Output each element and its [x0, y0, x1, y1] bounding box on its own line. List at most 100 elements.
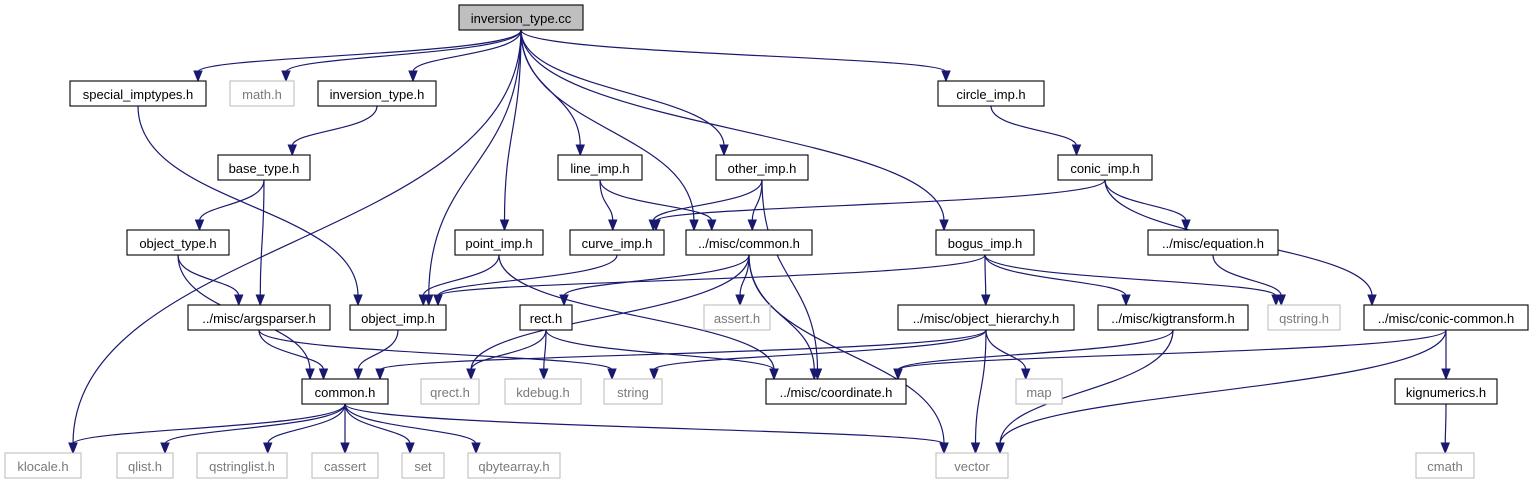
edge-common-h-to-klocale-h [68, 403, 346, 455]
node-bogus-imp-h[interactable]: bogus_imp.h [935, 229, 1035, 256]
node-label: assert.h [714, 311, 760, 326]
edge-inversion-type-cc-to-inversion-type-h [408, 29, 522, 83]
node-misc-common-h[interactable]: ../misc/common.h [685, 229, 813, 256]
node-rect-h[interactable]: rect.h [519, 304, 573, 331]
edge-curve-imp-h-to-object-imp-h [433, 254, 618, 307]
node-cassert: cassert [311, 452, 379, 479]
edge-common-h-to-qstringlist-h [263, 403, 346, 455]
node-label: qlist.h [128, 459, 162, 474]
node-box [196, 452, 288, 479]
node-misc-equation-h[interactable]: ../misc/equation.h [1147, 229, 1279, 256]
node-label: qrect.h [430, 385, 470, 400]
edge-line-imp-h-to-curve-imp-h [599, 179, 618, 232]
edge-conic-imp-h-to-curve-imp-h [651, 179, 1106, 232]
node-misc-object-hierarchy-h[interactable]: ../misc/object_hierarchy.h [897, 304, 1075, 331]
node-inversion-type-cc[interactable]: inversion_type.cc [458, 4, 584, 31]
node-kignumerics-h[interactable]: kignumerics.h [1394, 378, 1498, 405]
node-klocale-h: klocale.h [4, 452, 82, 479]
node-qstringlist-h: qstringlist.h [196, 452, 288, 479]
edge-misc-common-h-to-rect-h [559, 254, 750, 307]
node-box [311, 452, 379, 479]
edge-misc-equation-h-to-qstring-h [1212, 254, 1286, 307]
node-misc-kigtransform-h[interactable]: ../misc/kigtransform.h [1097, 304, 1249, 331]
node-label: string [617, 385, 649, 400]
node-inversion-type-h[interactable]: inversion_type.h [317, 80, 437, 107]
node-box [1394, 378, 1498, 405]
node-label: conic_imp.h [1070, 161, 1139, 176]
nodes-layer: inversion_type.cc special_imptypes.h math.… [4, 4, 1529, 479]
edge-inversion-type-cc-to-circle-imp-h [520, 29, 951, 83]
edge-object-imp-h-to-common-h [353, 329, 399, 381]
edge-inversion-type-cc-to-math-h [281, 29, 522, 83]
edge-misc-argsparser-h-to-common-h [258, 329, 329, 381]
node-label: ../misc/equation.h [1162, 236, 1264, 251]
edge-common-h-to-qlist-h [160, 403, 346, 455]
node-box [1363, 304, 1529, 331]
node-box [126, 229, 230, 256]
node-label: inversion_type.cc [471, 11, 572, 26]
node-special-imptypes-h[interactable]: special_imptypes.h [69, 80, 207, 107]
node-label: map [1026, 385, 1051, 400]
node-object-type-h[interactable]: object_type.h [126, 229, 230, 256]
node-box [935, 229, 1035, 256]
edge-bogus-imp-h-to-qstring-h [984, 254, 1281, 307]
edge-common-h-to-qbytearray-h [344, 403, 481, 455]
node-box [1415, 452, 1475, 479]
node-point-imp-h[interactable]: point_imp.h [454, 229, 544, 256]
edge-rect-h-to-qrect-h [466, 329, 547, 381]
node-conic-imp-h[interactable]: conic_imp.h [1057, 154, 1153, 181]
node-label: qstringlist.h [209, 459, 275, 474]
node-box [937, 80, 1045, 107]
edge-kignumerics-h-to-cmath [1440, 403, 1450, 455]
node-label: special_imptypes.h [83, 87, 194, 102]
node-label: ../misc/common.h [698, 236, 800, 251]
node-label: common.h [315, 385, 376, 400]
node-box [1097, 304, 1249, 331]
edge-bogus-imp-h-to-misc-kigtransform-h [984, 254, 1131, 307]
node-misc-argsparser-h[interactable]: ../misc/argsparser.h [187, 304, 331, 331]
node-box [187, 304, 331, 331]
node-label: object_imp.h [361, 311, 435, 326]
node-line-imp-h[interactable]: line_imp.h [557, 154, 643, 181]
node-label: cassert [324, 459, 366, 474]
edge-inversion-type-cc-to-bogus-imp-h [520, 29, 949, 232]
node-box [703, 304, 771, 331]
edge-inversion-type-cc-to-line-imp-h [520, 29, 585, 157]
node-label: other_imp.h [728, 161, 797, 176]
node-common-h[interactable]: common.h [301, 378, 389, 405]
edge-base-type-h-to-object-type-h [194, 179, 265, 232]
node-circle-imp-h[interactable]: circle_imp.h [937, 80, 1045, 107]
node-object-imp-h[interactable]: object_imp.h [349, 304, 447, 331]
node-box [458, 4, 584, 31]
edge-misc-conic-common-h-to-kignumerics-h [1441, 330, 1451, 381]
node-box [935, 452, 1009, 479]
edge-line-imp-h-to-misc-common-h [599, 179, 717, 232]
node-misc-coordinate-h[interactable]: ../misc/coordinate.h [765, 378, 907, 405]
edge-misc-object-hierarchy-h-to-map [985, 329, 1031, 381]
node-label: circle_imp.h [956, 87, 1025, 102]
edge-misc-conic-common-h-to-misc-coordinate-h [893, 329, 1447, 381]
edge-circle-imp-h-to-conic-imp-h [990, 105, 1082, 157]
node-label: kdebug.h [516, 385, 570, 400]
node-label: ../misc/conic-common.h [1378, 311, 1515, 326]
edge-rect-h-to-kdebug-h [539, 329, 549, 381]
node-set: set [401, 452, 445, 479]
node-label: ../misc/object_hierarchy.h [913, 311, 1059, 326]
node-box [4, 452, 82, 479]
edge-inversion-type-cc-to-misc-common-h [520, 29, 699, 232]
node-box [1267, 304, 1341, 331]
node-curve-imp-h[interactable]: curve_imp.h [569, 229, 665, 256]
edges-layer [68, 29, 1451, 455]
node-misc-conic-common-h[interactable]: ../misc/conic-common.h [1363, 304, 1529, 331]
node-qstring-h: qstring.h [1267, 304, 1341, 331]
node-label: ../misc/coordinate.h [780, 385, 893, 400]
edge-base-type-h-to-misc-argsparser-h [255, 179, 265, 307]
node-base-type-h[interactable]: base_type.h [217, 154, 311, 181]
node-other-imp-h[interactable]: other_imp.h [715, 154, 809, 181]
edge-special-imptypes-h-to-object-imp-h [137, 105, 363, 307]
node-qrect-h: qrect.h [420, 378, 480, 405]
node-label: math.h [242, 87, 282, 102]
edge-inversion-type-cc-to-point-imp-h [499, 29, 522, 232]
node-box [1057, 154, 1153, 181]
node-box [467, 452, 561, 479]
